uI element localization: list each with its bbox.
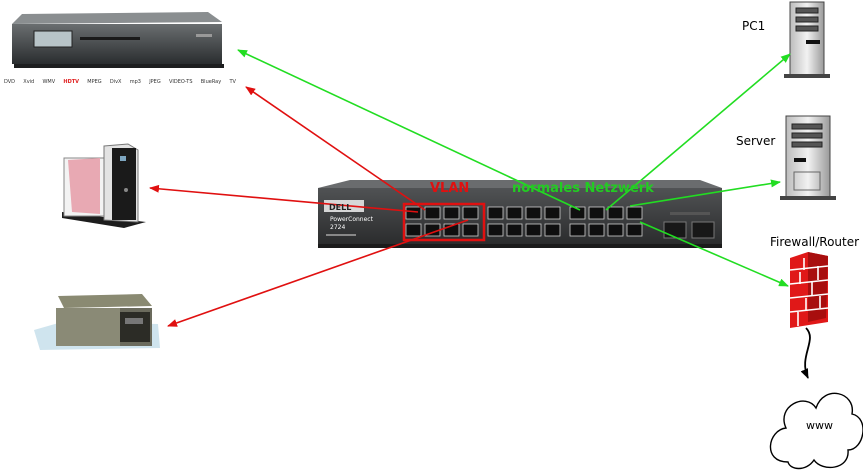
pc1-label: PC1 (742, 19, 766, 33)
vlan-arrows (149, 86, 469, 327)
format-label: JPEG (149, 79, 161, 85)
switch-port (487, 206, 504, 220)
format-label: TV (229, 79, 236, 85)
switch-port (588, 223, 605, 237)
switch-ports (405, 206, 643, 237)
switch-port (443, 206, 460, 220)
normal-arrow-firewall (639, 221, 789, 287)
format-label: BlueRay (200, 79, 222, 85)
switch-port (588, 206, 605, 220)
format-label: Xvid (23, 79, 35, 85)
media-format-strip: DVD Xvid WMV HDTV MPEG DivX mp3 JPEG VID… (4, 79, 236, 85)
firewall-label: Firewall/Router (770, 235, 860, 249)
format-label: DivX (109, 79, 122, 85)
switch-port (525, 206, 542, 220)
vlan-label: VLAN (430, 181, 470, 196)
www-label: www (806, 419, 833, 432)
switch-model: PowerConnect (330, 216, 373, 223)
firewall-internet-arrow (800, 327, 811, 379)
switch-brand: DELL (329, 203, 352, 212)
vlan-arrow-media-receiver (245, 86, 426, 211)
firewall-icon (789, 252, 829, 328)
network-switch-icon (318, 180, 722, 248)
switch-port (569, 206, 586, 220)
switch-port (506, 206, 523, 220)
normal-network-label: normales Netzwerk (512, 181, 654, 196)
vlan-arrow-access-point (149, 184, 419, 213)
media-receiver-icon (12, 12, 224, 68)
format-label: mp3 (129, 79, 141, 85)
normal-network-arrows (237, 49, 791, 287)
server-tower-icon (780, 115, 836, 200)
switch-port (405, 223, 422, 237)
switch-port (487, 223, 504, 237)
switch-port (462, 223, 479, 237)
format-label: HDTV (63, 79, 80, 85)
format-label: VIDEO-TS (168, 79, 193, 85)
switch-port (424, 206, 441, 220)
switch-port (405, 206, 422, 220)
normal-arrow-media-receiver (237, 49, 581, 211)
switch-number: 2724 (330, 224, 346, 231)
storage-device-icon (34, 294, 160, 350)
pc-tower-icon (784, 1, 830, 78)
format-label: MPEG (87, 79, 102, 85)
switch-port (607, 223, 624, 237)
internet-cloud-icon (769, 392, 863, 470)
switch-port (626, 206, 643, 220)
server-label: Server (736, 134, 776, 148)
switch-port (626, 223, 643, 237)
format-label: WMV (42, 79, 56, 85)
normal-arrow-pc1 (605, 53, 791, 211)
vlan-arrow-storage (167, 219, 469, 327)
switch-port (569, 223, 586, 237)
access-point-icon (62, 143, 146, 228)
vlan-port-highlight (402, 202, 486, 242)
switch-port (462, 206, 479, 220)
switch-port (506, 223, 523, 237)
normal-arrow-server (629, 179, 781, 207)
switch-port (544, 206, 561, 220)
switch-port (607, 206, 624, 220)
switch-port (525, 223, 542, 237)
switch-port (544, 223, 561, 237)
format-label: DVD (4, 79, 16, 85)
